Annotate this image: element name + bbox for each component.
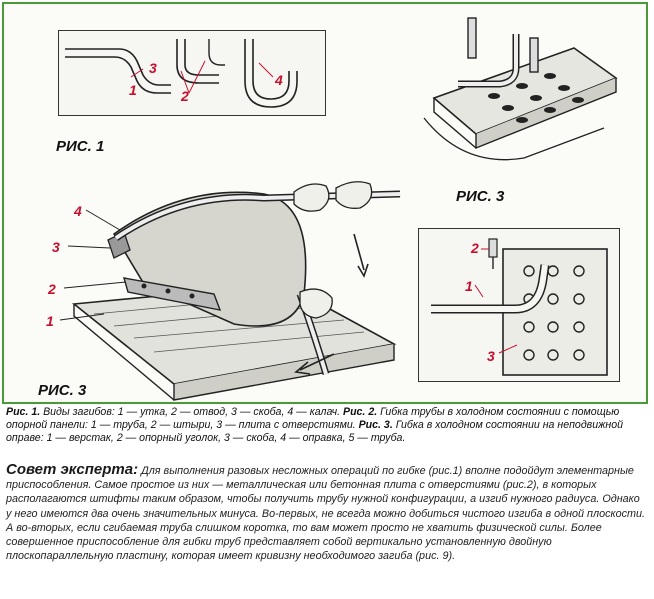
fig2-title: РИС. 3	[38, 382, 87, 399]
mandrel-bending-drawing	[59, 181, 401, 401]
fig1-title: РИС. 1	[56, 138, 105, 155]
advice-heading: Совет эксперта:	[6, 461, 139, 478]
fig1-label-3: 3	[149, 60, 157, 76]
fig1-label-2: 2	[181, 88, 189, 104]
caption-fig2-label: Рис. 2.	[343, 406, 378, 418]
plate-with-pins-drawing	[423, 17, 618, 161]
caption-fig1-text: Виды загибов: 1 — утка, 2 — отвод, 3 — с…	[40, 406, 343, 418]
expert-advice: Совет эксперта: Для выполнения разовых н…	[6, 461, 648, 563]
advice-text: Для выполнения разовых несложных операци…	[6, 465, 645, 563]
caption-fig3-text: Гибка в холодном состоянии на неподвижно…	[6, 419, 624, 444]
fig3-plate-panel: 2 1 3	[418, 228, 620, 382]
caption-fig3-label: Рис. 3.	[358, 419, 393, 431]
plate-holes-drawing	[431, 238, 608, 376]
fig1-label-4: 4	[275, 72, 283, 88]
fig2-label-4: 4	[74, 203, 82, 219]
illustration-frame: 1 3 2 4 РИС. 1 РИС. 3	[2, 2, 648, 404]
figure-caption: Рис. 1. Виды загибов: 1 — утка, 2 — отво…	[6, 406, 648, 445]
caption-fig2-text: Гибка трубы в холодном состоянии с помощ…	[6, 406, 620, 431]
fig3-label-3: 3	[487, 348, 495, 364]
fig2-label-2: 2	[48, 281, 56, 297]
fig3-label-1: 1	[465, 278, 473, 294]
fig3-top-title: РИС. 3	[456, 188, 505, 205]
caption-fig1-label: Рис. 1.	[6, 406, 41, 418]
fig1-label-1: 1	[129, 82, 137, 98]
fig2-label-1: 1	[46, 313, 54, 329]
fig2-label-3: 3	[52, 239, 60, 255]
fig1-bend-types-panel: 1 3 2 4	[58, 30, 326, 116]
fig3-label-2: 2	[471, 240, 479, 256]
bend-types-drawing	[65, 39, 298, 108]
